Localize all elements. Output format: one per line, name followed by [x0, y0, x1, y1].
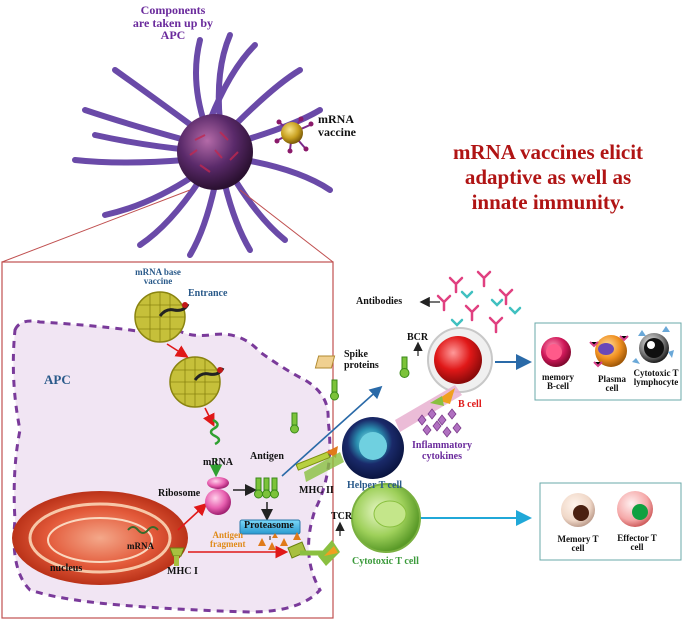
antigen-cluster	[254, 477, 279, 499]
entrance-label: Entrance	[188, 288, 228, 299]
cytotoxic-t-lymphocyte-label: Cytotoxic T lymphocyte	[631, 368, 681, 388]
antigen-fragment-line1: Antigen	[212, 530, 243, 540]
components-line1: Components	[140, 3, 206, 17]
main-title: mRNA vaccines elicit adaptive as well as…	[418, 140, 678, 216]
mrna-strand	[209, 418, 221, 446]
components-taken-up-label: Components are taken up by APC	[118, 4, 228, 42]
tcr-label: TCR	[331, 511, 353, 522]
surface-spike-proteins	[290, 379, 339, 434]
nucleus	[12, 491, 188, 585]
plasma-cell	[589, 335, 629, 368]
memory-b-cell-label: memory B-cell	[540, 372, 576, 392]
components-line3: APC	[160, 28, 186, 43]
spike-line2: proteins	[344, 359, 379, 371]
apc-label: APC	[44, 372, 71, 387]
bcr-receptor	[314, 341, 423, 378]
b-cell-label: B cell	[458, 399, 482, 410]
vaccine-nanoparticle-inner	[169, 356, 225, 408]
zoom-connector-lines	[1, 189, 334, 263]
spike-proteins-label: Spike proteins	[344, 349, 379, 371]
cytotoxic-t-lymphocyte	[632, 326, 674, 364]
mhc-ii-label: MHC II	[299, 485, 334, 496]
tcell-outcome-box	[539, 482, 682, 561]
base-vaccine-line2: vaccine	[143, 276, 173, 287]
cytotoxic-t-cell	[351, 483, 421, 553]
effector-line1: Effector T	[617, 533, 657, 543]
memory-t-cell-label: Memory T cell	[553, 534, 603, 554]
memory-b-line2: B-cell	[547, 381, 569, 392]
cytokines-line1: Inflammatory	[412, 440, 472, 451]
effector-t-cell-label: Effector T cell	[612, 533, 662, 553]
nucleus-mrna-label: mRNA	[127, 541, 154, 551]
plasma-line1: Plasma	[598, 374, 626, 384]
nucleus-label: nucleus	[50, 563, 83, 574]
ribosome	[205, 477, 231, 515]
helper-t-cell	[342, 417, 404, 479]
ctl-line1: Cytotoxic T	[633, 368, 679, 378]
ribosome-label: Ribosome	[158, 488, 201, 499]
plasma-cell-label: Plasma cell	[592, 374, 632, 394]
components-line2: are taken up by	[132, 15, 214, 30]
effector-t-cell	[617, 491, 653, 527]
plasma-line2: cell	[605, 383, 619, 394]
mrna-vaccine-line1: mRNA	[318, 112, 354, 126]
main-title-line1: mRNA vaccines elicit	[452, 140, 644, 164]
inflammatory-cytokines	[417, 408, 462, 438]
effector-line2: cell	[630, 542, 644, 553]
ctl-line2: lymphocyte	[633, 377, 679, 388]
memory-b-line1: memory	[542, 372, 574, 382]
mrna-vaccine-label: mRNA vaccine	[318, 113, 356, 138]
proteasome	[239, 519, 301, 535]
main-title-line2: adaptive as well as	[464, 165, 632, 190]
cytokines-line2: cytokines	[422, 450, 462, 462]
vaccine-nanoparticle-outer	[134, 291, 190, 343]
antibodies-cluster	[436, 270, 522, 334]
proteasome-label: Proteasome	[244, 520, 294, 531]
helper-t-cell-label: Helper T cell	[347, 480, 402, 491]
apc-zoom-box	[1, 261, 334, 619]
inflammatory-cytokines-label: Inflammatory cytokines	[412, 440, 472, 462]
mrna-vaccine-line2: vaccine	[318, 124, 356, 139]
base-vaccine-line1: mRNA base	[135, 267, 181, 277]
b-cell	[427, 327, 493, 393]
mrna-base-vaccine-label: mRNA base vaccine	[128, 267, 188, 287]
memory-b-cell	[541, 337, 571, 367]
antibodies-label: Antibodies	[356, 296, 403, 307]
antigen-fragments	[258, 533, 288, 550]
antigen-fragment-line2: fragment	[210, 539, 246, 550]
main-title-line3: innate immunity.	[471, 190, 625, 215]
tcr-receptor	[318, 521, 345, 566]
spike-line1: Spike	[344, 349, 368, 360]
bcr-label: BCR	[407, 332, 429, 343]
cytotoxic-t-cell-label: Cytotoxic T cell	[352, 556, 419, 567]
memory-t-line2: cell	[571, 543, 585, 554]
apc-dendritic-cell-illustration	[72, 32, 333, 258]
antigen-fragment-label: Antigen fragment	[210, 530, 246, 550]
antigen-label: Antigen	[250, 451, 284, 462]
mhc-i-label: MHC I	[167, 566, 198, 577]
mrna-label: mRNA	[203, 457, 233, 468]
memory-t-line1: Memory T	[557, 534, 599, 544]
memory-t-cell	[561, 493, 595, 527]
